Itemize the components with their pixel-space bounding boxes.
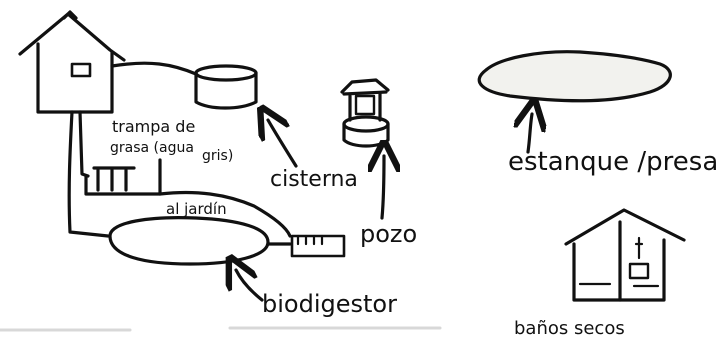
- well-icon: [340, 78, 390, 148]
- pond-icon: [477, 50, 672, 103]
- biodigester-label: biodigestor: [262, 290, 397, 318]
- filter-box-icon: [84, 158, 292, 238]
- effluent-box: [290, 234, 346, 258]
- well-label: pozo: [360, 220, 417, 248]
- garden-label: al jardín: [166, 200, 227, 218]
- cistern-arrow: [268, 120, 298, 168]
- pond-label: estanque /presa: [508, 147, 718, 177]
- water-tank-icon: [194, 64, 258, 110]
- cistern-label: cisterna: [270, 167, 358, 192]
- well-arrow: [382, 156, 384, 220]
- biodigester-icon: [108, 216, 292, 266]
- grease-trap-label-1: trampa de: [112, 117, 195, 136]
- pond-arrow: [528, 114, 532, 154]
- dry-toilets-label: baños secos: [514, 318, 625, 339]
- biodigester-arrow: [236, 270, 264, 302]
- grease-trap-label-3: gris): [202, 148, 233, 164]
- house-icon: [18, 10, 126, 114]
- page-edge-line: [0, 326, 442, 332]
- dry-toilet-hut-icon: [564, 208, 686, 302]
- grease-trap-label-2: grasa (agua: [110, 140, 194, 156]
